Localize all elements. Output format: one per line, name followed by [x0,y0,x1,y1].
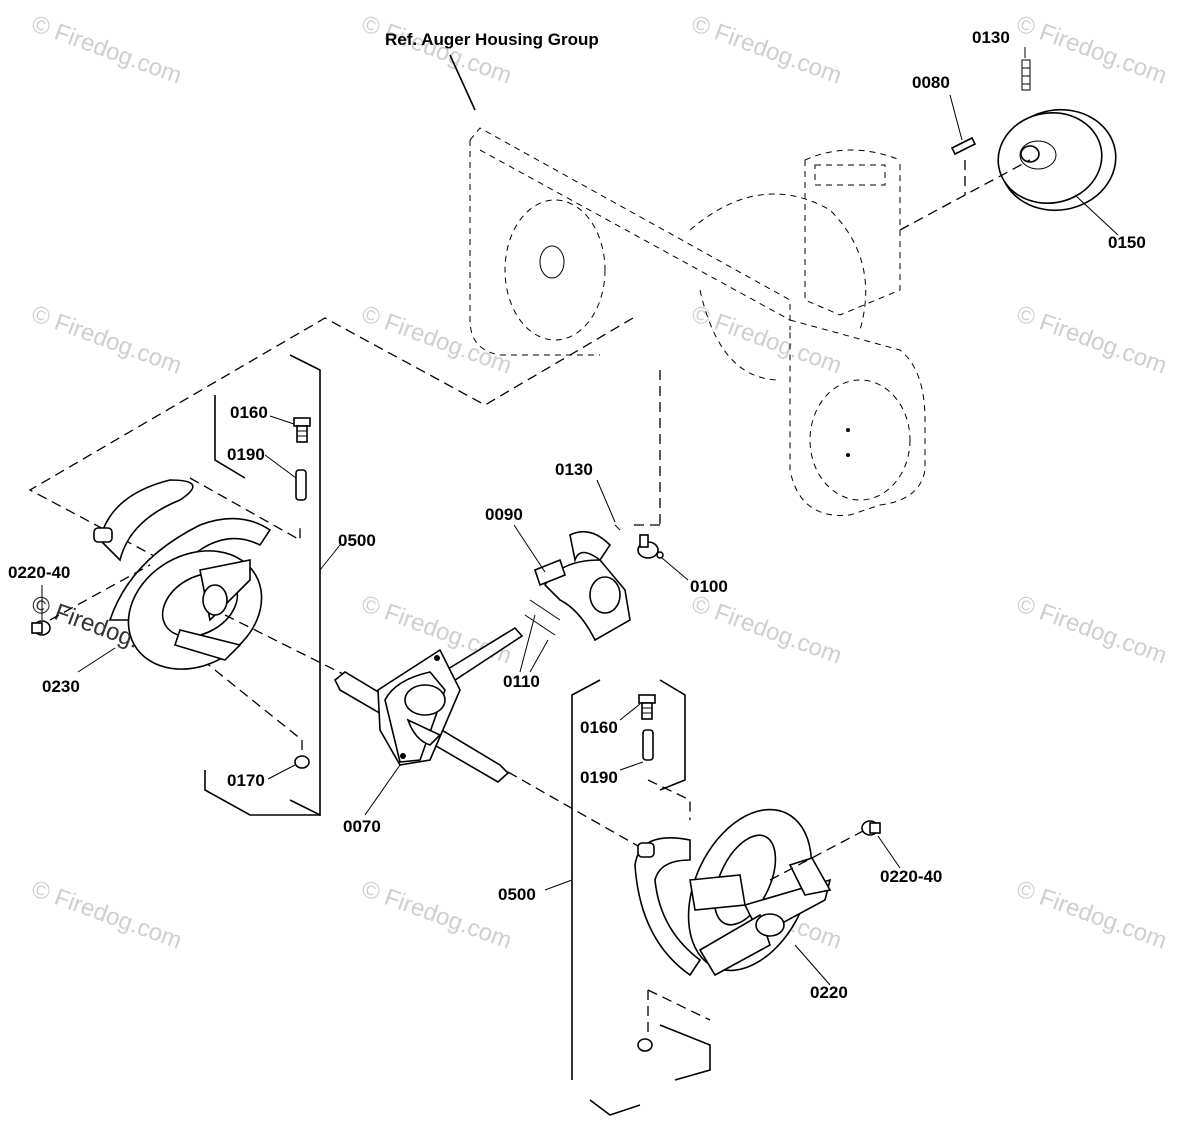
auger-0230 [93,479,272,670]
dash-line [28,317,634,576]
bolt-0160-left [293,417,311,443]
bracket-0500-right-main [571,679,601,1080]
label-0130-mid: 0130 [555,460,593,479]
label-0070: 0070 [343,817,381,836]
auger-0220 [634,808,832,977]
bracket-0500-left [289,354,321,817]
leader-lines [41,47,1119,986]
spacer-0190-left [295,469,307,501]
label-0170-left: 0170 [227,771,265,790]
dash-line [647,989,711,1021]
dash-line [189,477,301,542]
bracket-0500-right [659,679,686,791]
dash-line [614,524,621,531]
label-0190-left: 0190 [227,445,265,464]
watermark: © Firedog.com [358,10,515,89]
bracket-0500-left-bottom [204,770,320,816]
dash-line [899,159,1031,231]
watermark: © Firedog.com [688,300,845,379]
label-0230: 0230 [42,677,80,696]
watermark: © Firedog.com [1013,875,1170,954]
bracket-0500-left-top [214,395,246,479]
ref-leader [449,54,476,111]
label-0160-left: 0160 [230,403,268,422]
watermark: © Firedog.com [358,875,515,954]
label-0130-top: 0130 [972,28,1010,47]
label-0190-right: 0190 [580,768,618,787]
pin-0100 [637,534,664,559]
label-0500-left: 0500 [338,531,376,550]
label-0110: 0110 [503,672,540,691]
pulley-0150 [997,59,1117,212]
part-labels: Ref. Auger Housing Group 0130 0080 0150 … [8,28,1146,1002]
gearbox-0070 [333,626,524,783]
watermark: © Firedog.com [1013,300,1170,379]
label-0080: 0080 [912,73,950,92]
watermark: © Firedog.com [1013,10,1170,89]
cap-screw-0220-40-right [861,820,881,836]
watermark: © Firedog.com [28,300,185,379]
label-0100: 0100 [690,577,728,596]
dash-line [49,564,151,621]
dash-line [507,771,646,851]
watermark: © Firedog.com [28,10,185,89]
auger-housing [469,127,926,516]
dash-line [769,829,866,881]
watermark: © Firedog.com [688,10,845,89]
cap-screw-0220-40-left [31,620,51,636]
label-0090: 0090 [485,505,523,524]
watermark: © Firedog.com [1013,590,1170,669]
bracket-0500-right-bottom [659,1024,711,1081]
label-0220: 0220 [810,983,848,1002]
label-0500-right: 0500 [498,885,536,904]
watermark: © Firedog.com [688,590,845,669]
dash-line [224,614,346,676]
ref-auger-housing-label: Ref. Auger Housing Group [385,30,599,49]
nut-0170-right [637,1038,653,1052]
nut-0170-left [294,755,310,769]
label-0150: 0150 [1108,233,1146,252]
impeller-0090 [524,530,631,642]
label-0220-40-left: 0220-40 [8,563,70,582]
key-0080 [950,136,977,156]
watermark: © Firedog.com [358,300,515,379]
bolt-0160-right [638,694,656,720]
spacer-0190-right [642,729,654,761]
watermark: © Firedog.com [28,875,185,954]
bracket-0500-right-foot [589,1099,641,1116]
label-0160-right: 0160 [580,718,618,737]
label-0220-40-right: 0220-40 [880,867,942,886]
